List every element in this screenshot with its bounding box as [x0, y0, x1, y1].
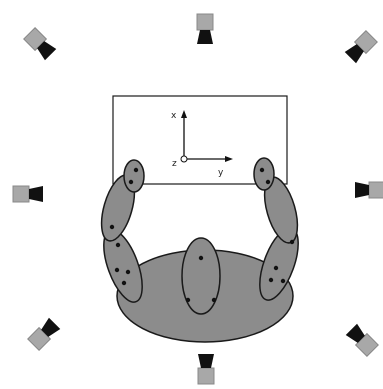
marker [114, 267, 120, 273]
camera-bottom-left [27, 317, 61, 351]
z-axis-origin-icon [180, 155, 188, 163]
body-markers [109, 167, 295, 303]
z-axis-label: z [172, 159, 177, 169]
camera-right [355, 181, 383, 199]
marker [115, 242, 121, 248]
camera-icon [355, 181, 383, 199]
camera-bottom-right [345, 323, 379, 357]
marker [273, 265, 279, 271]
marker [259, 167, 265, 173]
marker [109, 224, 115, 230]
marker [289, 239, 295, 245]
y-axis-label: y [218, 168, 224, 178]
marker [133, 167, 139, 173]
y-axis-arrowhead [225, 156, 233, 162]
left-hand [123, 159, 145, 193]
camera-top-right [344, 30, 378, 64]
camera-icon [12, 185, 43, 203]
x-axis-arrowhead [181, 110, 187, 118]
camera-icon [27, 317, 61, 351]
marker [121, 280, 127, 286]
camera-icon [196, 13, 214, 44]
right-hand [253, 157, 275, 191]
marker [198, 255, 204, 261]
camera-icon [345, 323, 379, 357]
camera-icon [23, 27, 57, 61]
marker [265, 179, 271, 185]
coordinate-frame: x y z [171, 110, 233, 178]
marker [185, 297, 191, 303]
camera-icon [197, 354, 215, 385]
camera-left [12, 185, 43, 203]
marker [128, 179, 134, 185]
camera-top [196, 13, 214, 44]
marker [280, 278, 286, 284]
x-axis-label: x [171, 111, 177, 121]
marker [268, 277, 274, 283]
camera-bottom [197, 354, 215, 385]
marker [125, 269, 131, 275]
marker [211, 297, 217, 303]
camera-icon [344, 30, 378, 64]
camera-top-left [23, 27, 57, 61]
person [100, 157, 299, 343]
head [181, 237, 221, 315]
